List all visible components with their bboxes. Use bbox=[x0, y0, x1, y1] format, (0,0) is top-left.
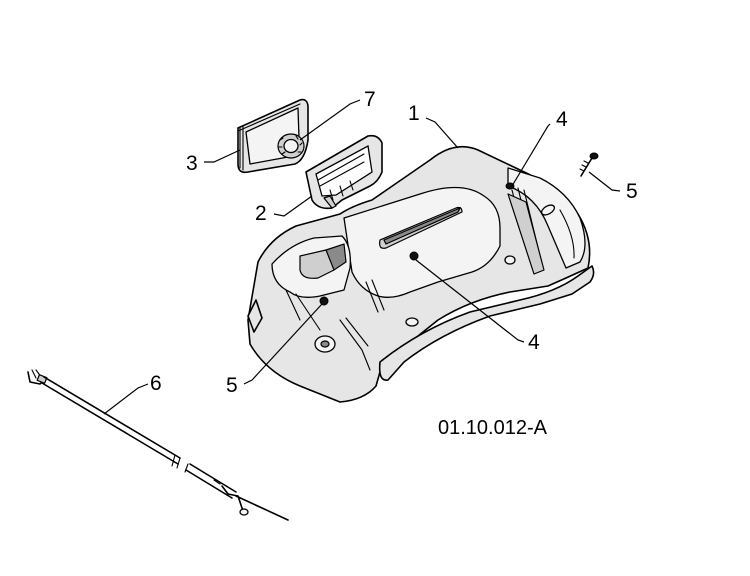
leader-4-front bbox=[415, 259, 525, 343]
callout-2: 2 bbox=[255, 202, 267, 225]
leader-1 bbox=[425, 117, 459, 149]
leader-4-upper bbox=[511, 123, 551, 187]
callout-1: 1 bbox=[408, 102, 420, 125]
leader-5-left bbox=[243, 303, 323, 385]
callout-5-right: 5 bbox=[626, 180, 638, 203]
callout-4-front: 4 bbox=[528, 331, 540, 354]
part-4-pin-front bbox=[409, 251, 419, 261]
callout-numbers: 1 2 3 4 4 5 5 6 7 bbox=[150, 88, 638, 397]
part-5-screw-right bbox=[579, 152, 599, 177]
part-3-knob bbox=[277, 133, 305, 159]
leader-2 bbox=[273, 195, 313, 217]
part-4-pin-upper bbox=[505, 182, 515, 190]
callout-4-upper: 4 bbox=[556, 108, 568, 131]
part-2-frame bbox=[305, 134, 383, 210]
leader-lines bbox=[103, 99, 621, 415]
callout-3: 3 bbox=[186, 152, 198, 175]
part-3-housing bbox=[237, 98, 309, 174]
part-5-screw-left bbox=[319, 296, 329, 306]
part-6-cable bbox=[27, 369, 289, 521]
callout-7: 7 bbox=[364, 88, 376, 111]
part-1-hood bbox=[247, 145, 595, 403]
leader-6 bbox=[103, 383, 149, 415]
drawing-code: 01.10.012-A bbox=[438, 417, 548, 439]
callout-6: 6 bbox=[150, 372, 162, 395]
callout-5-left: 5 bbox=[226, 374, 238, 397]
leader-7 bbox=[299, 99, 361, 141]
leader-5-right bbox=[588, 171, 621, 192]
leader-3 bbox=[204, 149, 241, 163]
